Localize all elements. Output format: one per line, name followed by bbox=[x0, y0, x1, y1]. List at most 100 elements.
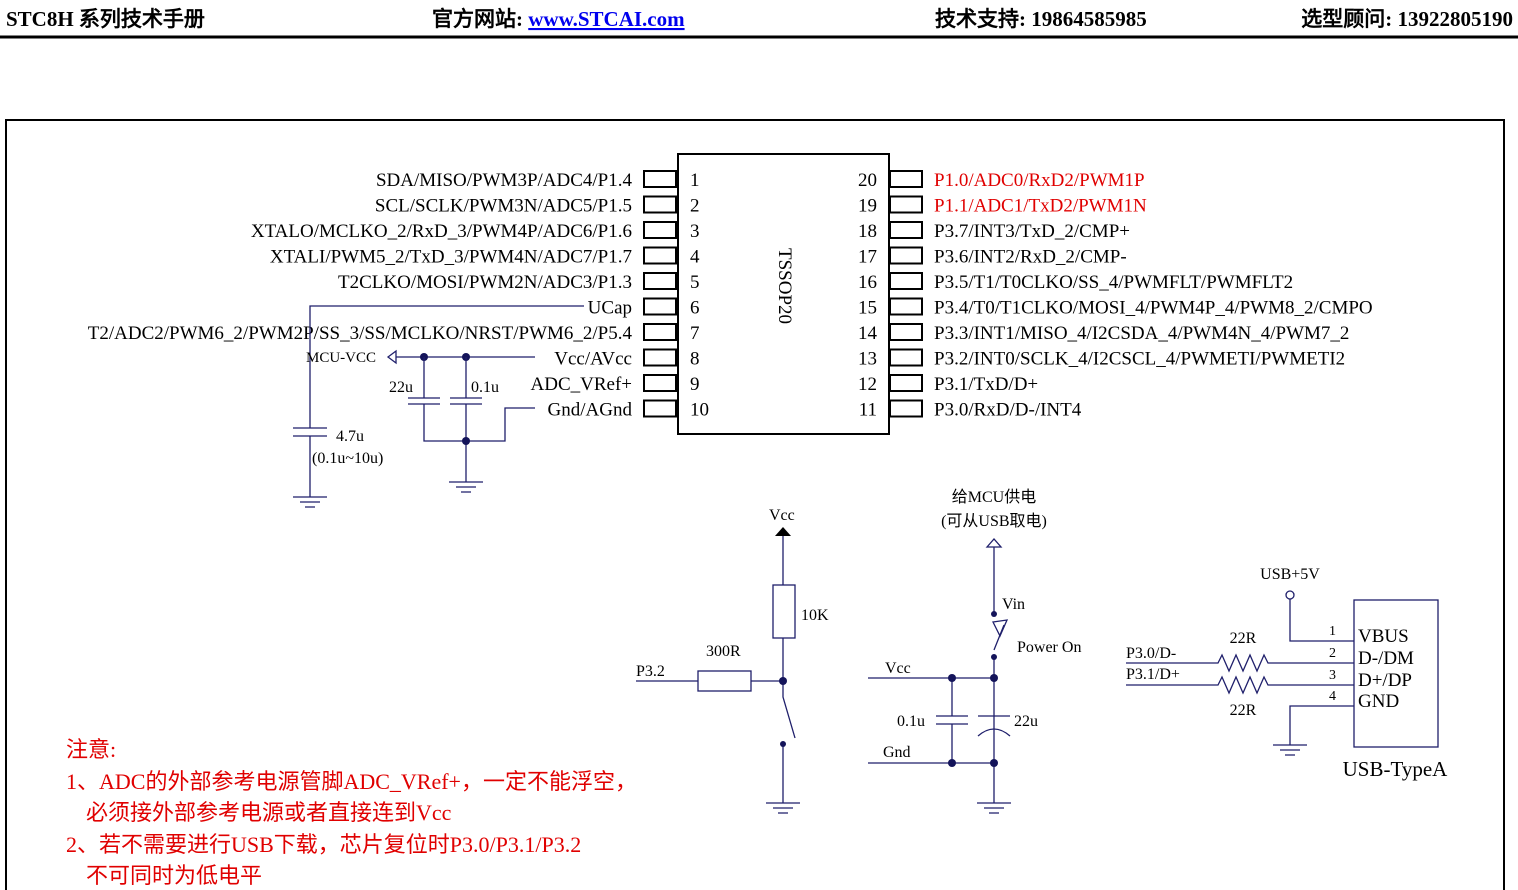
chip-package: TSSOP20 bbox=[774, 248, 795, 324]
ucap-range: (0.1u~10u) bbox=[312, 450, 383, 467]
pin-label: Vcc/AVcc bbox=[554, 349, 632, 370]
pin-pad-left bbox=[643, 297, 677, 316]
pin-pad-right bbox=[889, 170, 923, 188]
pin-pad-left bbox=[643, 170, 677, 188]
decoupling-circuit: 4.7u (0.1u~10u) MCU-VCC 22u 0.1u bbox=[293, 305, 584, 508]
note-line-4: 不可同时为低电平 bbox=[86, 863, 262, 888]
pullup-value: 10K bbox=[801, 607, 829, 624]
pin-label: T2CLKO/MOSI/PWM2N/ADC3/P1.3 bbox=[338, 272, 632, 293]
pin-number: 9 bbox=[690, 374, 700, 395]
pin-pad-right bbox=[889, 272, 923, 290]
pin-label: P3.3/INT1/MISO_4/I2CSDA_4/PWM4N_4/PWM7_2 bbox=[934, 323, 1349, 344]
pin-number: 12 bbox=[858, 374, 877, 395]
reset-pin-label: P3.2 bbox=[636, 663, 665, 680]
pin-label: SDA/MISO/PWM3P/ADC4/P1.4 bbox=[376, 170, 633, 191]
usb-pin-label: D+/DP bbox=[1358, 670, 1412, 691]
power-circuit: 给MCU供电 (可从USB取电) Vin Power On Vcc Gnd 0.… bbox=[868, 488, 1081, 814]
figure-border bbox=[5, 119, 1505, 890]
pin-pad-right bbox=[889, 246, 923, 265]
reset-vcc-label: Vcc bbox=[769, 507, 795, 524]
pin-label: P3.7/INT3/TxD_2/CMP+ bbox=[934, 221, 1130, 242]
power-subtitle: (可从USB取电) bbox=[941, 512, 1047, 530]
pin-number: 17 bbox=[858, 247, 877, 268]
pin-pad-right bbox=[889, 195, 923, 214]
series-resistor-value: 300R bbox=[706, 643, 741, 660]
pin-number: 14 bbox=[858, 323, 878, 344]
pin-pad-left bbox=[643, 323, 677, 341]
pin-number: 8 bbox=[690, 349, 700, 370]
website-label: 官方网站: www.STCAI.com bbox=[432, 7, 685, 31]
manual-title: STC8H 系列技术手册 bbox=[6, 7, 205, 31]
pin-number: 18 bbox=[858, 221, 877, 242]
pin-number: 7 bbox=[690, 323, 700, 344]
pin-pad-right bbox=[889, 374, 923, 392]
power-switch-label: Power On bbox=[1017, 639, 1081, 656]
pin-label: SCL/SCLK/PWM3N/ADC5/P1.5 bbox=[375, 196, 632, 217]
pin-number: 13 bbox=[858, 349, 877, 370]
power-cap2-label: 22u bbox=[1014, 713, 1038, 730]
pin-label: XTALO/MCLKO_2/RxD_3/PWM4P/ADC6/P1.6 bbox=[251, 221, 632, 242]
page-header: STC8H 系列技术手册 官方网站: www.STCAI.com 技术支持: 1… bbox=[0, 7, 1518, 39]
mcu-vcc-net-arrow bbox=[386, 349, 535, 365]
pin-pad-right bbox=[889, 297, 923, 316]
note-line-3: 2、若不需要进行USB下载，芯片复位时P3.0/P3.1/P3.2 bbox=[66, 832, 581, 857]
mcu-vcc-label: MCU-VCC bbox=[306, 350, 376, 366]
pin-label: XTALI/PWM5_2/TxD_3/PWM4N/ADC7/P1.7 bbox=[270, 247, 632, 268]
pin-pad-left bbox=[643, 348, 677, 367]
usb-5v-label: USB+5V bbox=[1260, 566, 1320, 583]
power-gnd-label: Gnd bbox=[883, 744, 911, 761]
usb-connector-label: USB-TypeA bbox=[1343, 757, 1449, 781]
chip-pins: 1SDA/MISO/PWM3P/ADC4/P1.42SCL/SCLK/PWM3N… bbox=[88, 170, 1373, 421]
pin-pad-right bbox=[889, 221, 923, 239]
chip-body bbox=[677, 153, 890, 435]
power-cap1-label: 0.1u bbox=[897, 713, 925, 730]
pin-number: 19 bbox=[858, 196, 877, 217]
note-line-2: 必须接外部参考电源或者直接连到Vcc bbox=[86, 800, 452, 825]
pin-number: 2 bbox=[690, 196, 700, 217]
pin-label: P3.2/INT0/SCLK_4/I2CSCL_4/PWMETI/PWMETI2 bbox=[934, 349, 1345, 370]
usb-pin-number: 3 bbox=[1329, 668, 1336, 683]
pin-pad-left bbox=[643, 221, 677, 239]
pin-label: ADC_VRef+ bbox=[531, 374, 633, 395]
pin-pad-left bbox=[643, 399, 677, 418]
pin-pad-left bbox=[643, 246, 677, 265]
usb-pin-number: 4 bbox=[1329, 689, 1336, 704]
pin-number: 11 bbox=[859, 400, 877, 421]
pin-label: P3.5/T1/T0CLKO/SS_4/PWMFLT/PWMFLT2 bbox=[934, 272, 1293, 293]
usb-dm-net: P3.0/D- bbox=[1126, 645, 1176, 662]
usb-pin-label: GND bbox=[1358, 691, 1399, 712]
pin-number: 16 bbox=[858, 272, 877, 293]
pin-pad-right bbox=[889, 348, 923, 367]
usb-r1-value: 22R bbox=[1230, 630, 1257, 647]
support-phone: 技术支持: 19864585985 bbox=[935, 7, 1147, 31]
pin-pad-right bbox=[889, 399, 923, 418]
note-line-1: 1、ADC的外部参考电源管脚ADC_VRef+，一定不能浮空， bbox=[66, 769, 637, 794]
pin-number: 15 bbox=[858, 298, 877, 319]
notes-title: 注意: bbox=[66, 737, 116, 762]
pin-number: 5 bbox=[690, 272, 700, 293]
pin-label: P3.6/INT2/RxD_2/CMP- bbox=[934, 247, 1127, 268]
pin-pad-left bbox=[643, 195, 677, 214]
power-title: 给MCU供电 bbox=[952, 488, 1036, 506]
usb-dp-net: P3.1/D+ bbox=[1126, 666, 1180, 683]
notes: 注意: 1、ADC的外部参考电源管脚ADC_VRef+，一定不能浮空， 必须接外… bbox=[66, 737, 637, 888]
pin-number: 20 bbox=[858, 170, 877, 191]
usb-pin-label: VBUS bbox=[1358, 626, 1409, 647]
pin-label: P1.1/ADC1/TxD2/PWM1N bbox=[934, 196, 1147, 217]
pin-number: 10 bbox=[690, 400, 709, 421]
pin-number: 4 bbox=[690, 247, 700, 268]
pin-label: P1.0/ADC0/RxD2/PWM1P bbox=[934, 170, 1145, 191]
vin-label: Vin bbox=[1002, 596, 1025, 613]
pin-pad-right bbox=[889, 323, 923, 341]
usb-r2-value: 22R bbox=[1230, 702, 1257, 719]
reset-circuit: Vcc 10K 300R P3.2 bbox=[636, 507, 829, 814]
pin-pad-left bbox=[643, 374, 677, 392]
cap-0.1u-label: 0.1u bbox=[471, 379, 499, 396]
pin-label: T2/ADC2/PWM6_2/PWM2P/SS_3/SS/MCLKO/NRST/… bbox=[88, 323, 633, 344]
website-link[interactable]: www.STCAI.com bbox=[528, 7, 685, 31]
pin-number: 3 bbox=[690, 221, 700, 242]
usb-pin-number: 2 bbox=[1329, 646, 1336, 661]
usb-pin-label: D-/DM bbox=[1358, 648, 1414, 669]
pin-label: P3.0/RxD/D-/INT4 bbox=[934, 400, 1082, 421]
